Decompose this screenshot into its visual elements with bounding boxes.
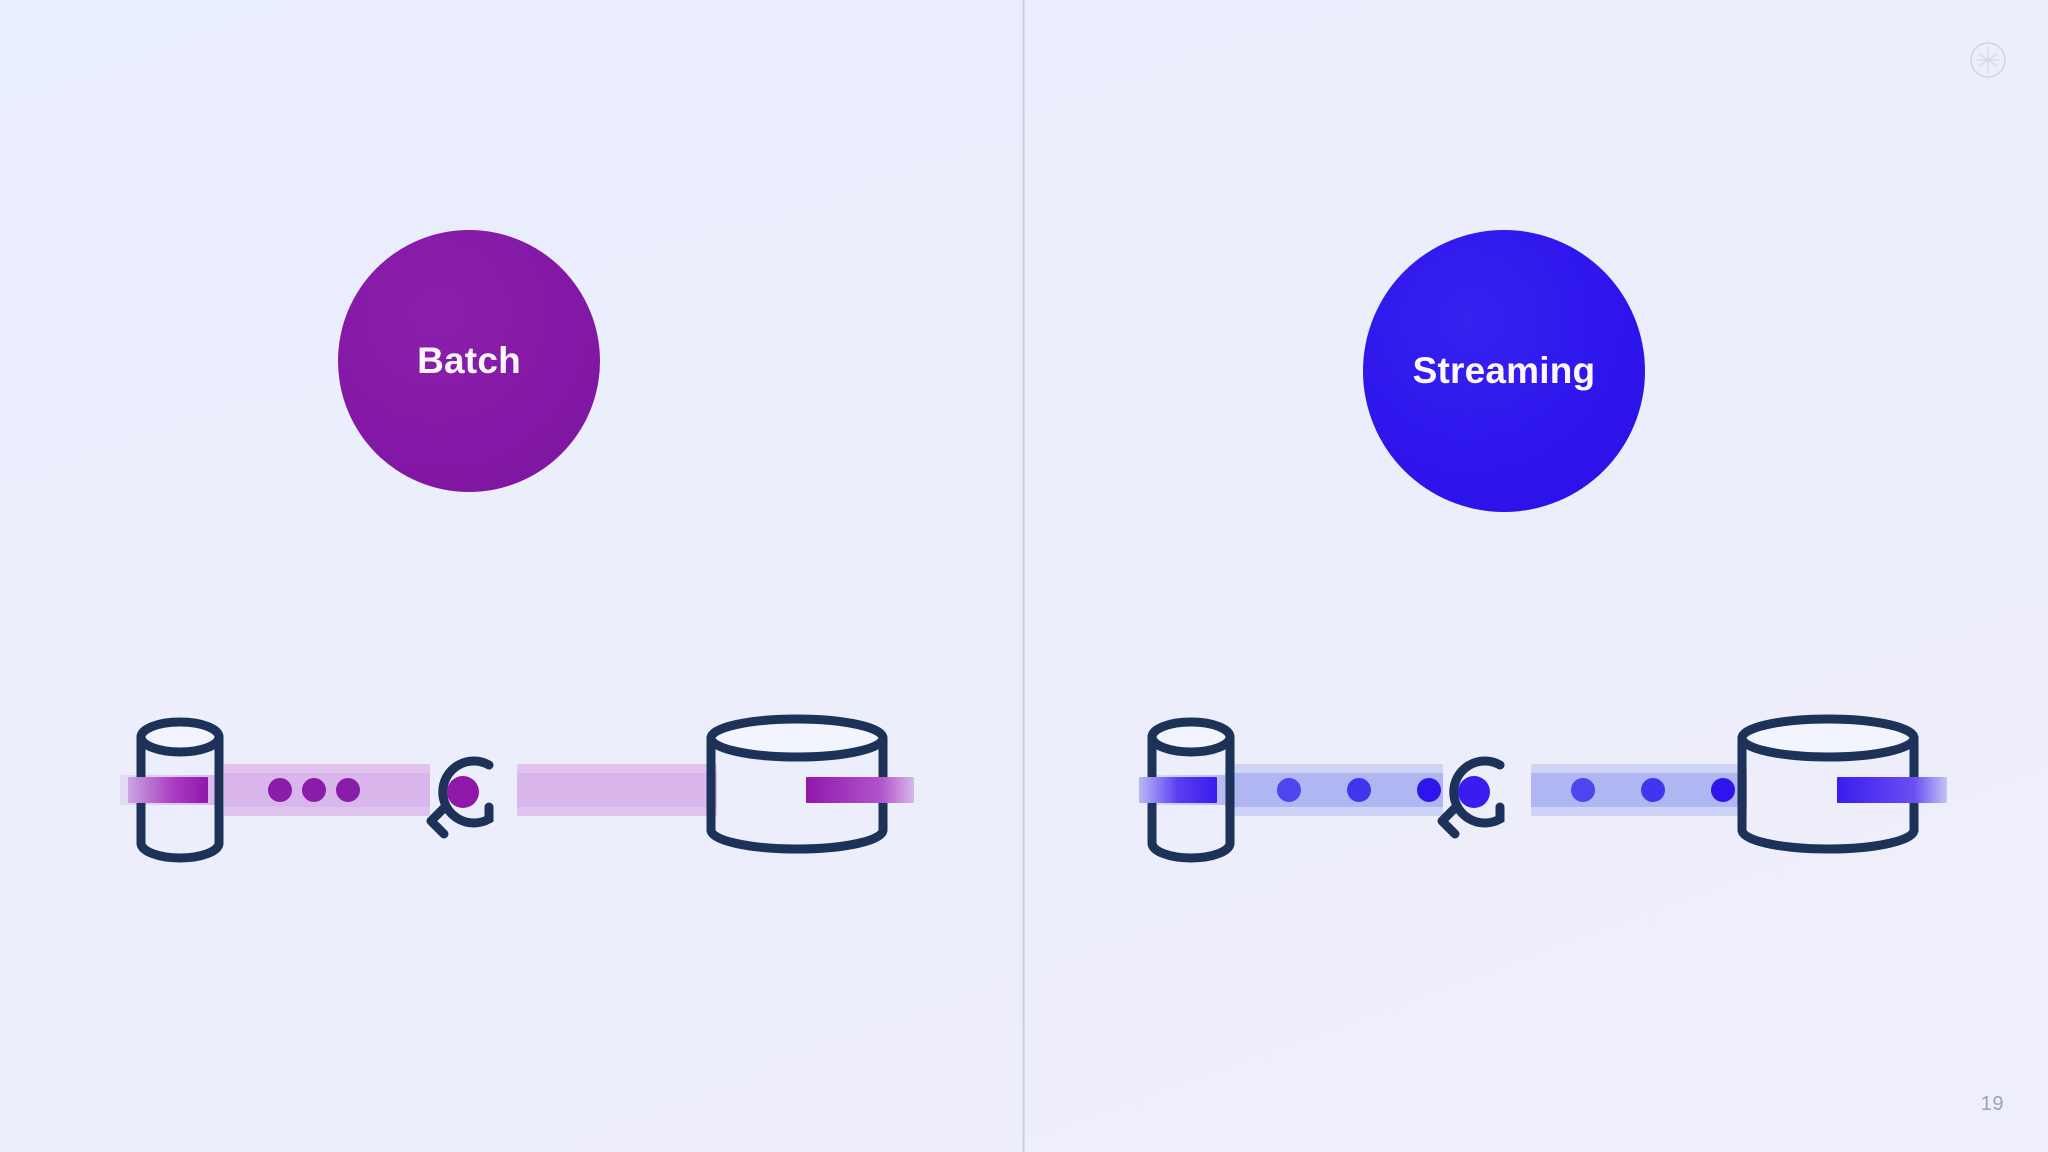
page-number: 19	[1980, 1093, 2004, 1115]
batch-processor-core	[447, 776, 479, 808]
streaming-inflow-band-core	[1225, 773, 1443, 807]
panel-batch: Batch	[0, 0, 1022, 1152]
batch-inflow-dot	[302, 778, 326, 802]
batch-outflow-band	[517, 764, 717, 816]
batch-outflow-band-core	[517, 773, 717, 807]
batch-inflow-band-core	[224, 773, 430, 807]
streaming-title-bubble[interactable]: Streaming	[1363, 230, 1645, 512]
streaming-inflow-dot	[1417, 778, 1441, 802]
streaming-title-label: Streaming	[1412, 350, 1596, 391]
panel-streaming: Streaming	[1025, 0, 2047, 1152]
streaming-source-database-icon[interactable]	[1145, 715, 1237, 865]
streaming-outflow-dot	[1711, 778, 1735, 802]
batch-pipeline	[0, 690, 1022, 890]
batch-title-bubble[interactable]: Batch	[338, 230, 600, 492]
batch-refresh-loop-icon[interactable]	[414, 746, 514, 840]
streaming-refresh-loop-icon[interactable]	[1425, 746, 1525, 840]
panel-divider	[1022, 0, 1025, 1152]
batch-title-label: Batch	[417, 340, 521, 381]
streaming-inflow-band	[1225, 764, 1443, 816]
streaming-processor-core	[1458, 776, 1490, 808]
streaming-outflow-dot	[1641, 778, 1665, 802]
streaming-target-fill-bar	[1837, 777, 1947, 803]
batch-source-database-icon[interactable]	[134, 715, 226, 865]
batch-inflow-dot	[268, 778, 292, 802]
batch-target-fill-bar	[806, 777, 914, 803]
batch-inflow-dot	[336, 778, 360, 802]
batch-source-fill-bar	[128, 777, 208, 803]
starburst-circle-icon[interactable]	[1966, 38, 2010, 82]
streaming-source-fill-bar	[1139, 777, 1217, 803]
streaming-inflow-dot	[1347, 778, 1371, 802]
batch-inflow-band	[224, 764, 430, 816]
streaming-inflow-dot	[1277, 778, 1301, 802]
streaming-outflow-dot	[1571, 778, 1595, 802]
streaming-pipeline	[1025, 690, 2047, 890]
streaming-target-database-icon[interactable]	[1735, 712, 1921, 868]
batch-target-database-icon[interactable]	[704, 712, 890, 868]
